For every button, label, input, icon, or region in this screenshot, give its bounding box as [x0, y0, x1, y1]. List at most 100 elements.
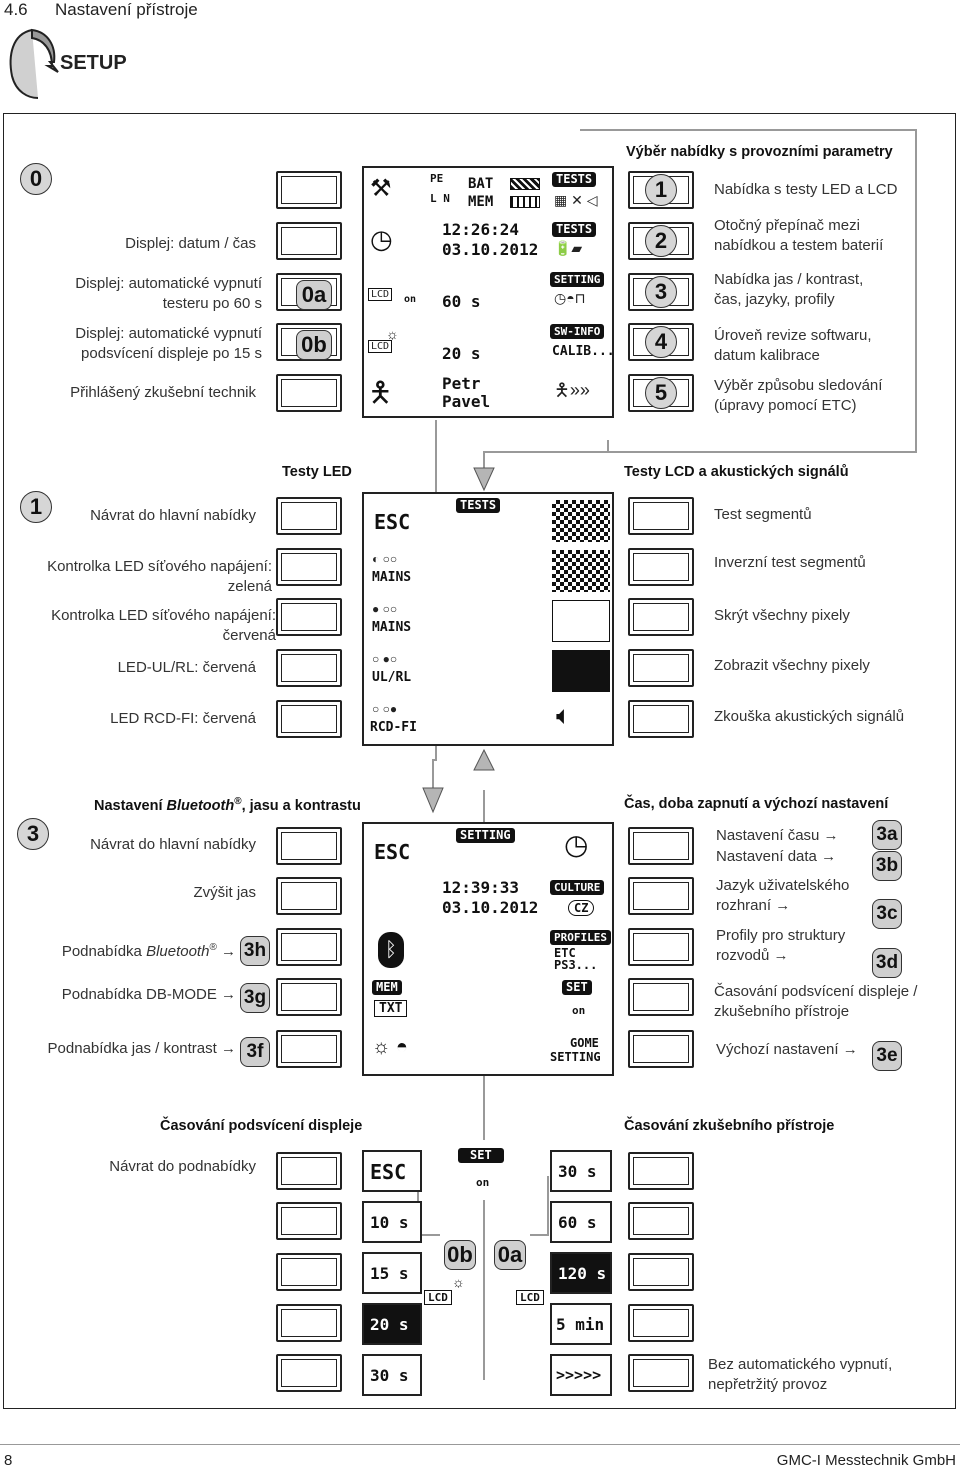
mains-green-label: MAINS — [372, 570, 412, 585]
menu-number-5: 5 — [645, 377, 677, 409]
menu3-right-label-profiles: Profily pro struktury rozvodů → — [716, 927, 846, 964]
bluetooth-icon: ᛒ — [378, 932, 404, 968]
menu1-label-mains-red: Kontrolka LED síťového napájení: červená — [51, 607, 276, 644]
menu0-right-label-4: Úroveň revize softwaru, datum kalibrace — [714, 327, 872, 364]
timing-left-cell-15: 15 s — [362, 1252, 422, 1294]
menu0-t60: 60 s — [442, 292, 481, 311]
menu3-right-key-5[interactable] — [628, 1030, 694, 1068]
timing-right-key-3[interactable] — [628, 1253, 694, 1291]
badge-3e: 3e — [872, 1041, 902, 1071]
menu1-key-5[interactable] — [276, 700, 342, 738]
mem-tag: MEM — [372, 980, 402, 995]
timing-right-key-2[interactable] — [628, 1202, 694, 1240]
set-tag: SET — [562, 980, 592, 995]
softkey-setting: SETTING — [550, 272, 605, 287]
setup-label: SETUP — [60, 52, 127, 74]
battery-test-icon: 🔋▰ — [554, 240, 583, 256]
menu-number-1: 1 — [645, 174, 677, 206]
menu1-right-key-5[interactable] — [628, 700, 694, 738]
setting-tag: SETTING — [456, 828, 515, 843]
timing-right-cell-5min: 5 min — [550, 1303, 612, 1345]
menu1-label-back: Návrat do hlavní nabídky — [90, 507, 256, 524]
menu3-right-key-2[interactable] — [628, 877, 694, 915]
menu1-key-2[interactable] — [276, 548, 342, 586]
menu-number-4: 4 — [645, 326, 677, 358]
segment-test-pattern — [552, 500, 610, 542]
blank-pixels-pattern — [552, 600, 610, 642]
technician-icon: 🯅 — [368, 377, 393, 408]
esc-label: ESC — [374, 840, 411, 864]
rcdfi-label: RCD-FI — [370, 720, 417, 735]
menu1-right-key-4[interactable] — [628, 649, 694, 687]
timing-left-cell-10: 10 s — [362, 1201, 422, 1243]
badge-3a: 3a — [872, 820, 902, 850]
menu0-key-5[interactable] — [276, 374, 342, 412]
memory-icon — [510, 196, 540, 208]
menu0-right-label-2: Otočný přepínač mezi nabídkou a testem b… — [714, 217, 884, 254]
main-frame — [3, 113, 956, 1409]
timing-right-key-1[interactable] — [628, 1152, 694, 1190]
softkey-column: TESTS ▦ ✕ ◁ TESTS 🔋▰ SETTING ◷◓⊓ SW-INFO… — [550, 168, 615, 416]
ln-label: L N — [430, 192, 450, 205]
menu3-right-key-1[interactable] — [628, 827, 694, 865]
profiles-tag: PROFILES — [550, 930, 611, 945]
menu3-title-left: Nastavení Bluetooth®, jasu a kontrastu — [94, 796, 361, 814]
brightness-contrast-icon: ☼ ◓ — [372, 1036, 408, 1058]
menu0-t20: 20 s — [442, 344, 481, 363]
softkey-swinfo: SW-INFO — [550, 324, 605, 339]
gome-label: GOME — [570, 1036, 599, 1050]
timing-right-cell-continuous: >>>>> — [550, 1354, 612, 1396]
menu3-right-key-4[interactable] — [628, 978, 694, 1016]
timing-on-label: on — [476, 1176, 490, 1189]
menu0-name2: Pavel — [442, 392, 491, 411]
timing-left-cell-30: 30 s — [362, 1354, 422, 1396]
sun-icon: ☼ — [386, 326, 399, 342]
timing-badge-0a: 0a — [494, 1240, 526, 1270]
cz-label: CZ — [568, 900, 595, 916]
menu0-key-2[interactable] — [276, 222, 342, 260]
menu1-right-key-2[interactable] — [628, 548, 694, 586]
menu1-key-1[interactable] — [276, 497, 342, 535]
lcd-backlight-icon: LCD — [424, 1290, 452, 1305]
menu3-right-label-date: Nastavení data → — [716, 848, 837, 865]
speaker-icon: 🔈︎ — [556, 700, 572, 730]
tests-icons: ▦ ✕ ◁ — [554, 192, 598, 208]
menu1-key-3[interactable] — [276, 598, 342, 636]
menu1-lcd: ESC ◐ ○○ MAINS ● ○○ MAINS ○ ●○ UL/RL ○ ○… — [362, 492, 614, 746]
lcd-icon: LCD — [368, 288, 393, 301]
softkey-tests-1: TESTS — [552, 172, 597, 187]
timing-title-right: Časování zkušebního přístroje — [624, 1118, 835, 1134]
menu1-key-4[interactable] — [276, 649, 342, 687]
timing-right-key-5[interactable] — [628, 1354, 694, 1392]
menu3-key-3[interactable] — [276, 928, 342, 966]
lcd-device-icon: LCD — [516, 1290, 544, 1305]
timing-right-cell-30: 30 s — [550, 1150, 612, 1192]
menu3-key-1[interactable] — [276, 827, 342, 865]
timing-key-5[interactable] — [276, 1354, 342, 1392]
timing-key-4[interactable] — [276, 1304, 342, 1342]
timing-key-2[interactable] — [276, 1202, 342, 1240]
menu3-right-key-3[interactable] — [628, 928, 694, 966]
menu0-right-label-1: Nabídka s testy LED a LCD — [714, 181, 898, 198]
menu1-label-ulrl: LED-UL/RL: červená — [117, 659, 256, 676]
timing-key-1[interactable] — [276, 1152, 342, 1190]
badge-3c: 3c — [872, 899, 902, 929]
menu0-key-1[interactable] — [276, 171, 342, 209]
badge-3g: 3g — [240, 983, 270, 1013]
menu3-key-5[interactable] — [276, 1030, 342, 1068]
menu3-right-label-timing: Časování podsvícení displeje / zkušebníh… — [714, 983, 918, 1020]
menu1-right-key-3[interactable] — [628, 598, 694, 636]
timing-right-cell-120: 120 s — [550, 1252, 612, 1294]
timing-key-3[interactable] — [276, 1253, 342, 1291]
menu3-key-4[interactable] — [276, 978, 342, 1016]
section-header: 4.6 Nastavení přístroje — [0, 0, 960, 22]
on-label: on — [572, 1004, 586, 1017]
menu0-name1: Petr — [442, 374, 481, 393]
menu3-key-2[interactable] — [276, 877, 342, 915]
menu1-right-key-1[interactable] — [628, 497, 694, 535]
timing-badge-0b: 0b — [444, 1240, 476, 1270]
menu-number-3: 3 — [645, 276, 677, 308]
menu0-time: 12:26:24 — [442, 220, 520, 239]
led-icon: ◐ ○○ — [372, 552, 398, 566]
timing-right-key-4[interactable] — [628, 1304, 694, 1342]
